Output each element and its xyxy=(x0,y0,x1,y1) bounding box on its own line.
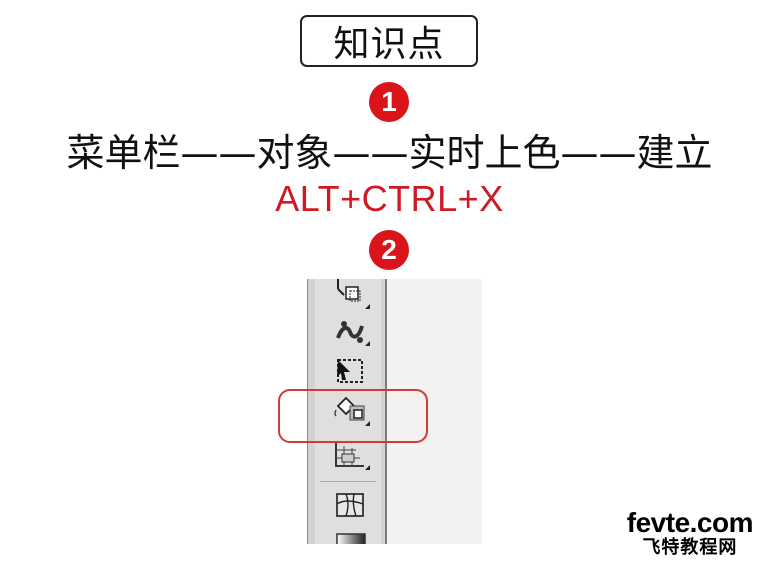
step-1-badge: 1 xyxy=(369,82,409,122)
gradient-tool-icon[interactable] xyxy=(332,528,370,544)
symbol-sprayer-tool-icon[interactable] xyxy=(332,490,370,520)
toolbar-divider xyxy=(320,481,376,482)
free-transform-tool-icon[interactable] xyxy=(332,356,370,386)
watermark-domain: fevte.com xyxy=(626,507,754,538)
perspective-grid-tool-icon[interactable] xyxy=(332,440,370,470)
page-title: 知识点 xyxy=(300,15,478,67)
menu-path-text: 菜单栏——对象——实时上色——建立 xyxy=(66,131,713,175)
scale-tool-icon[interactable] xyxy=(332,279,370,309)
shortcut-text: ALT+CTRL+X xyxy=(275,178,504,219)
watermark-site-name: 飞特教程网 xyxy=(642,537,738,558)
step-2-badge: 2 xyxy=(369,230,409,270)
live-paint-bucket-tool-icon[interactable] xyxy=(332,396,370,426)
live-paint-highlight xyxy=(278,389,428,443)
warp-tool-icon[interactable] xyxy=(332,316,370,346)
watermark: fevte.com 飞特教程网 xyxy=(626,507,754,559)
